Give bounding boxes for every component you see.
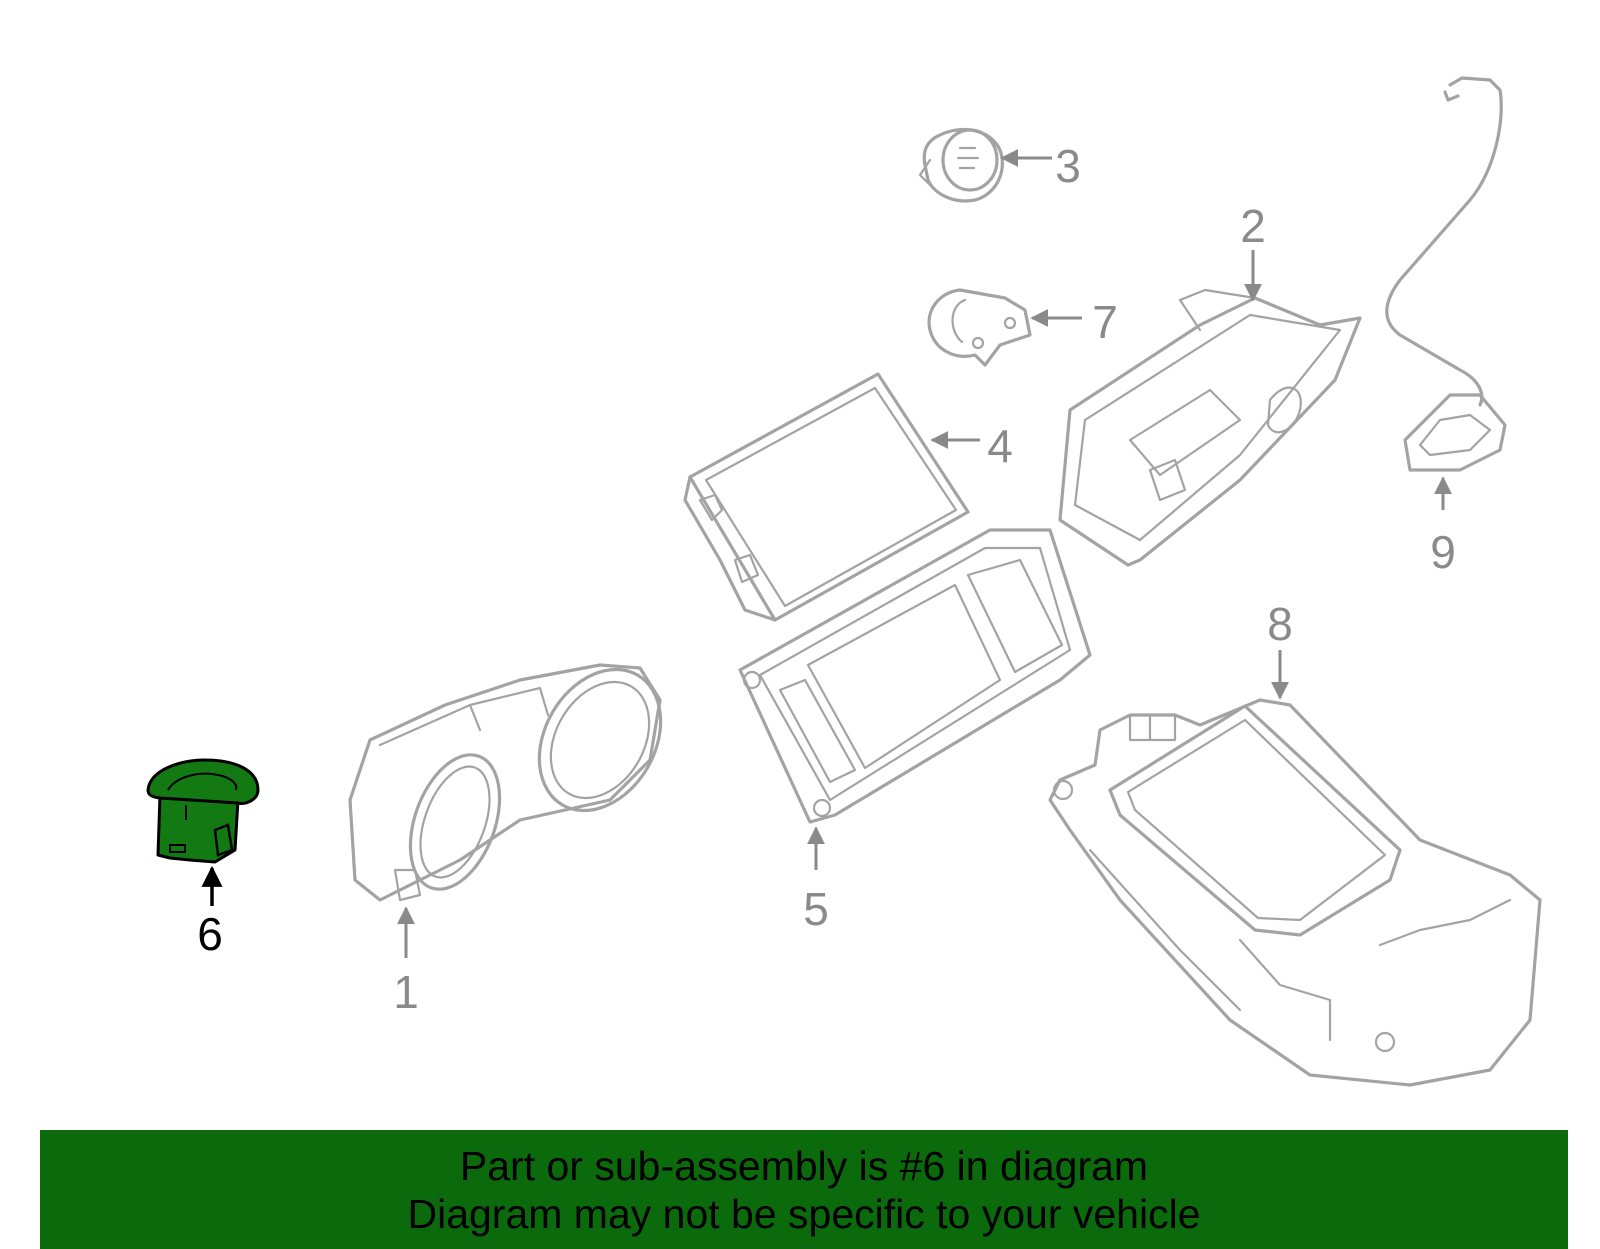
info-banner: Part or sub-assembly is #6 in diagram Di…: [40, 1130, 1568, 1249]
part-3-knob: [918, 127, 1004, 203]
part-1-instrument-cluster: [348, 663, 663, 902]
banner-line-1: Part or sub-assembly is #6 in diagram: [459, 1143, 1149, 1189]
callout-4: 4: [987, 420, 1013, 472]
callout-8: 8: [1267, 598, 1293, 650]
callout-6: 6: [197, 908, 223, 960]
banner-line-2: Diagram may not be specific to your vehi…: [407, 1191, 1201, 1237]
callout-7: 7: [1092, 296, 1118, 348]
callout-3: 3: [1055, 140, 1081, 192]
callout-1: 1: [393, 966, 419, 1018]
part-7-bracket: [927, 288, 1032, 367]
part-6-switch-highlighted: [146, 758, 260, 864]
part-4-display-screen: [683, 372, 970, 622]
part-5-head-unit-frame: [738, 528, 1092, 824]
callout-5: 5: [803, 883, 829, 935]
part-2-vent-housing: [1058, 288, 1362, 567]
part-9-cable-connector: [1385, 76, 1507, 472]
callout-2: 2: [1240, 200, 1266, 252]
callout-9: 9: [1430, 526, 1456, 578]
part-8-console-trim: [1048, 698, 1542, 1087]
